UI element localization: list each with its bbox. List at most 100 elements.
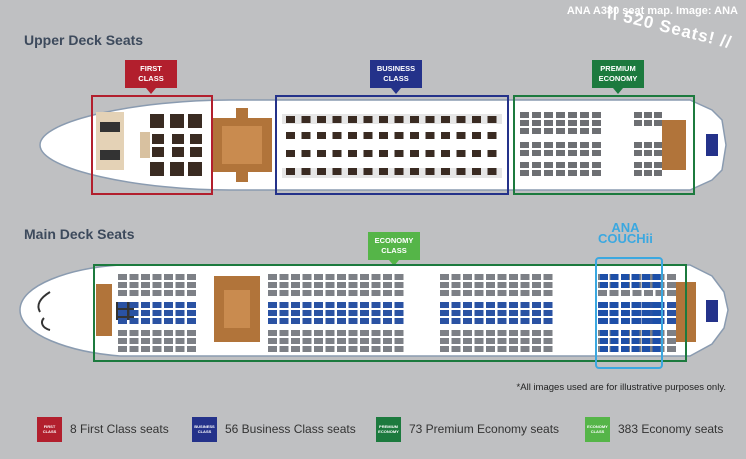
economy-seat (486, 318, 495, 324)
business-seat (348, 168, 357, 175)
economy-seat (141, 290, 150, 296)
couchii-seat (642, 338, 650, 344)
business-seat (425, 150, 435, 157)
couchii-seat (621, 318, 629, 324)
couchii-seat (621, 330, 629, 336)
business-seat (301, 132, 311, 139)
legend-text-economy: 383 Economy seats (618, 422, 724, 436)
economy-seat (129, 290, 139, 296)
economy-seat (383, 274, 392, 280)
business-seat (472, 132, 481, 139)
economy-seat (520, 318, 530, 324)
economy-seat (302, 318, 312, 324)
premium-economy-tag: PREMIUM ECONOMY (592, 60, 644, 88)
premium-seat (520, 170, 529, 176)
couchii-seat (652, 282, 661, 288)
economy-seat (463, 310, 472, 316)
economy-seat (279, 330, 289, 336)
business-seat (286, 116, 295, 123)
business-seat (394, 150, 404, 157)
economy-seat (152, 346, 162, 352)
premium-seat (592, 120, 601, 126)
economy-seat (141, 274, 150, 280)
economy-seat (291, 346, 300, 352)
economy-seat (302, 310, 312, 316)
business-seat (348, 132, 357, 139)
economy-seat (609, 290, 619, 296)
economy-seat (164, 330, 173, 336)
economy-seat (371, 318, 381, 324)
couchii-seat (642, 274, 650, 280)
nose-stairs (37, 291, 51, 331)
business-seat (456, 132, 466, 139)
economy-seat (291, 274, 300, 280)
premium-seat (634, 170, 642, 176)
economy-seat (509, 290, 518, 296)
economy-seat (451, 338, 461, 344)
premium-seat (592, 150, 601, 156)
economy-seat (451, 302, 461, 308)
economy-seat (118, 338, 127, 344)
business-class-outline (275, 95, 509, 195)
premium-seat (580, 128, 589, 134)
business-seat (425, 116, 435, 123)
couchii-label-line2: COUCHii (598, 231, 653, 246)
rear-galley-upper (662, 120, 686, 170)
business-seat (286, 132, 295, 139)
premium-seat (654, 162, 662, 168)
economy-seat (486, 290, 495, 296)
economy-seat (440, 282, 449, 288)
business-seat (487, 150, 497, 157)
couchii-seat (621, 274, 629, 280)
economy-seat (175, 302, 185, 308)
business-seat (363, 132, 373, 139)
economy-seat (486, 346, 495, 352)
economy-seat (175, 338, 185, 344)
premium-seat (644, 142, 652, 148)
economy-seat (497, 310, 507, 316)
economy-seat (187, 330, 196, 336)
economy-seat (394, 282, 404, 288)
first-tag-pointer (146, 88, 156, 94)
economy-seat (394, 274, 404, 280)
economy-seat (383, 346, 392, 352)
economy-seat (187, 282, 196, 288)
premium-seat (544, 150, 553, 156)
business-seat (425, 132, 435, 139)
economy-seat (129, 274, 139, 280)
premium-seat (634, 142, 642, 148)
illustrative-note: *All images used are for illustrative pu… (516, 382, 726, 393)
business-seat (332, 132, 342, 139)
economy-seat (152, 318, 162, 324)
couchii-seat (631, 338, 640, 344)
economy-seat (325, 330, 335, 336)
economy-seat (440, 290, 449, 296)
economy-seat (187, 310, 196, 316)
economy-seat (291, 338, 300, 344)
couchii-seat (652, 310, 661, 316)
economy-seat (279, 282, 289, 288)
premium-seat (644, 150, 652, 156)
business-seat (301, 150, 311, 157)
premium-seat (520, 112, 529, 118)
couchii-seat (610, 274, 619, 280)
premium-seat (644, 112, 652, 118)
business-seat (332, 168, 342, 175)
economy-seat (451, 346, 461, 352)
economy-seat (451, 318, 461, 324)
premium-seat (556, 120, 565, 126)
premium-seat (654, 120, 662, 126)
economy-seat (152, 290, 162, 296)
couchii-seat (642, 302, 650, 308)
legend-economy: ECONOMY CLASS 383 Economy seats (585, 414, 723, 444)
economy-tag-pointer (389, 260, 399, 266)
economy-seat (463, 330, 472, 336)
legend-business: BUSINESS CLASS 56 Business Class seats (192, 414, 356, 444)
economy-seat (187, 290, 196, 296)
couchii-seat (621, 302, 629, 308)
economy-seat (164, 346, 173, 352)
economy-seat (129, 282, 139, 288)
premium-seat (532, 142, 541, 148)
economy-seat (152, 282, 162, 288)
economy-seat (497, 302, 507, 308)
